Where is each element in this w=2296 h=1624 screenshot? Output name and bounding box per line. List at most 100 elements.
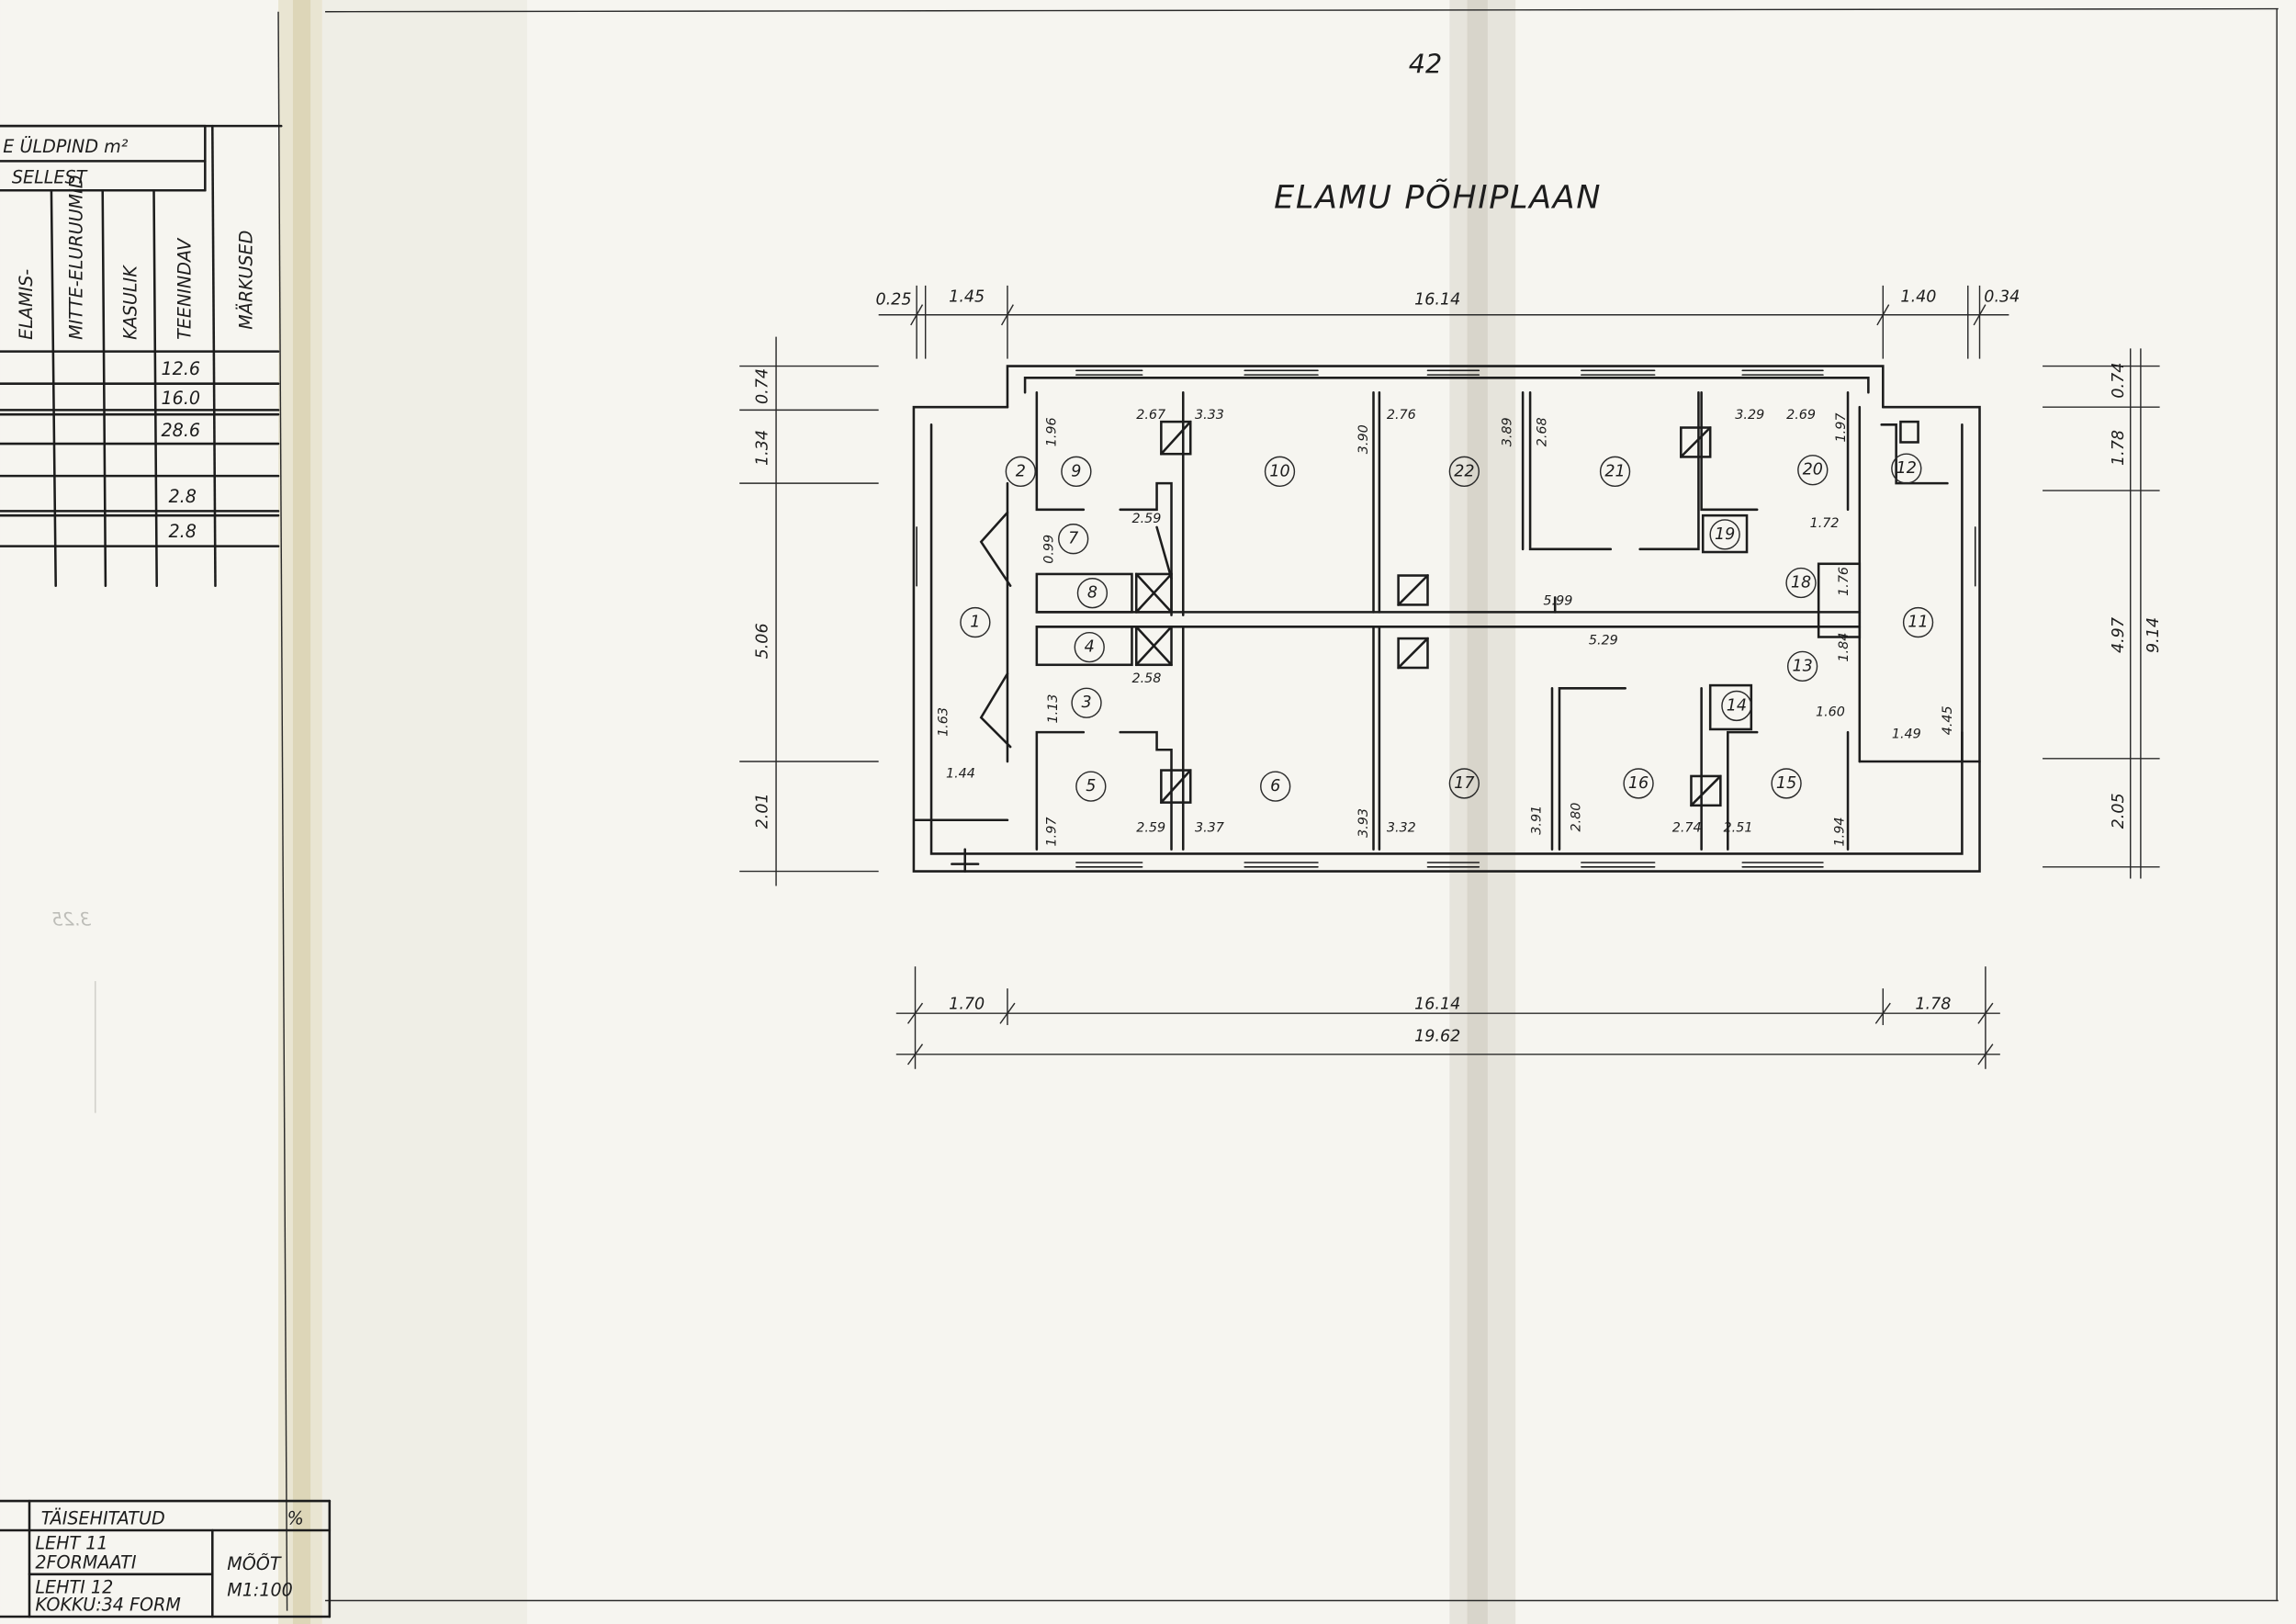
column-header-kasulik: KASULIK (119, 265, 141, 340)
svg-text:19: 19 (1715, 525, 1735, 544)
center-fold-crease (1467, 0, 1488, 1624)
room-label-6: 6 (1260, 771, 1291, 802)
dim-left: 1.34 (754, 430, 772, 466)
room-dim: 0.99 (1041, 535, 1056, 564)
page-number: 42 (1409, 49, 1443, 80)
svg-text:7: 7 (1068, 530, 1078, 548)
status-label: TÄISEHITATUD (41, 1508, 165, 1529)
room-dim: 3.91 (1529, 806, 1544, 835)
room-dim: 3.89 (1500, 417, 1514, 446)
teenindav-value: 12.6 (161, 358, 200, 379)
svg-text:3: 3 (1081, 694, 1091, 712)
svg-text:10: 10 (1269, 462, 1289, 480)
room-dim: 4.45 (1941, 705, 1955, 735)
dim-bottom: 1.70 (949, 995, 985, 1013)
teenindav-value: 2.8 (168, 521, 196, 542)
dim-right: 2.05 (2110, 793, 2128, 829)
room-dim: 3.32 (1387, 821, 1416, 836)
room-label-3: 3 (1071, 687, 1102, 718)
room-dim: 1.72 (1810, 516, 1840, 531)
room-label-8: 8 (1076, 578, 1109, 609)
table-row-lines (0, 350, 280, 547)
room-dim: 5.29 (1589, 633, 1618, 648)
svg-text:17: 17 (1454, 774, 1474, 793)
room-label-21: 21 (1599, 456, 1631, 488)
dim-bottom: 1.78 (1915, 995, 1951, 1013)
room-label-19: 19 (1709, 519, 1740, 550)
room-label-22: 22 (1448, 456, 1480, 488)
svg-text:14: 14 (1727, 696, 1747, 715)
left-panel-shade (321, 0, 528, 1624)
svg-text:13: 13 (1792, 657, 1812, 675)
room-label-7: 7 (1058, 524, 1089, 555)
table-header-total-area: E ÜLDPIND m² (3, 136, 128, 157)
room-label-5: 5 (1075, 771, 1107, 802)
room-dim: 1.76 (1837, 567, 1851, 596)
svg-text:16: 16 (1628, 774, 1649, 793)
plan-title: ELAMU PÕHIPLAAN (1274, 177, 1602, 216)
room-dim: 1.94 (1832, 818, 1847, 847)
room-dim: 3.93 (1356, 808, 1371, 838)
sheets-count: LEHTI 12 (35, 1577, 113, 1598)
svg-text:6: 6 (1270, 777, 1280, 795)
room-dim: 1.44 (946, 767, 975, 782)
room-dim: 2.58 (1131, 671, 1161, 686)
room-dim: 1.49 (1892, 727, 1921, 741)
room-label-10: 10 (1264, 456, 1296, 488)
room-dim: 2.74 (1672, 821, 1702, 836)
dim-top: 16.14 (1414, 291, 1460, 310)
room-label-11: 11 (1902, 606, 1934, 638)
dim-left: 2.01 (754, 793, 772, 829)
room-dim: 2.80 (1569, 803, 1583, 832)
room-label-4: 4 (1074, 631, 1105, 663)
room-label-20: 20 (1797, 455, 1829, 486)
room-dim: 3.33 (1195, 408, 1224, 423)
sheet-border-top (325, 7, 2279, 13)
svg-text:11: 11 (1908, 614, 1928, 632)
room-dim: 5.99 (1543, 593, 1572, 608)
dimension-lines (739, 285, 2160, 1069)
scale-value: M1:100 (227, 1580, 293, 1601)
room-dim: 2.67 (1136, 408, 1165, 423)
sheet-format: 2FORMAATI (35, 1551, 136, 1573)
room-label-13: 13 (1786, 650, 1818, 682)
dim-right: 0.74 (2110, 363, 2128, 399)
svg-text:12: 12 (1896, 459, 1917, 478)
room-label-9: 9 (1061, 456, 1092, 488)
svg-text:2: 2 (1016, 462, 1026, 480)
svg-text:15: 15 (1776, 774, 1796, 793)
sheet-number: LEHT 11 (35, 1533, 107, 1554)
percent-sign: % (287, 1508, 304, 1529)
room-label-14: 14 (1721, 690, 1752, 722)
dim-top: 0.25 (875, 291, 911, 310)
room-dim: 1.60 (1816, 705, 1845, 720)
floor-plan-walls (912, 365, 1981, 873)
room-dim: 2.68 (1536, 417, 1550, 446)
svg-text:18: 18 (1791, 574, 1811, 592)
dim-right: 1.78 (2110, 430, 2128, 466)
dim-bottom: 16.14 (1414, 995, 1460, 1013)
column-header-markused: MÄRKUSED (235, 231, 256, 330)
room-label-12: 12 (1891, 453, 1922, 484)
room-dim: 1.63 (937, 707, 951, 737)
room-dim: 1.97 (1834, 413, 1849, 443)
room-dim: 1.84 (1837, 633, 1851, 662)
svg-text:4: 4 (1085, 638, 1095, 657)
svg-text:9: 9 (1071, 462, 1081, 480)
dim-right: 4.97 (2110, 617, 2128, 653)
ventilation-shafts (951, 420, 1919, 873)
room-label-18: 18 (1785, 567, 1817, 599)
teenindav-value: 28.6 (161, 420, 200, 441)
teenindav-value: 2.8 (168, 486, 196, 507)
room-dim: 3.90 (1356, 424, 1371, 454)
room-dim: 2.59 (1136, 821, 1165, 836)
room-label-2: 2 (1005, 456, 1036, 488)
table-subheader: SELLEST (12, 166, 88, 187)
room-dim: 2.59 (1131, 512, 1161, 526)
room-dim: 2.69 (1786, 408, 1816, 423)
room-dimension-labels: 2.67 3.33 3.90 1.96 2.59 0.99 2.58 1.13 … (937, 408, 1956, 847)
dim-top: 1.40 (1900, 288, 1936, 306)
room-label-17: 17 (1448, 768, 1480, 799)
svg-text:1: 1 (970, 614, 980, 632)
room-label-16: 16 (1623, 768, 1654, 799)
